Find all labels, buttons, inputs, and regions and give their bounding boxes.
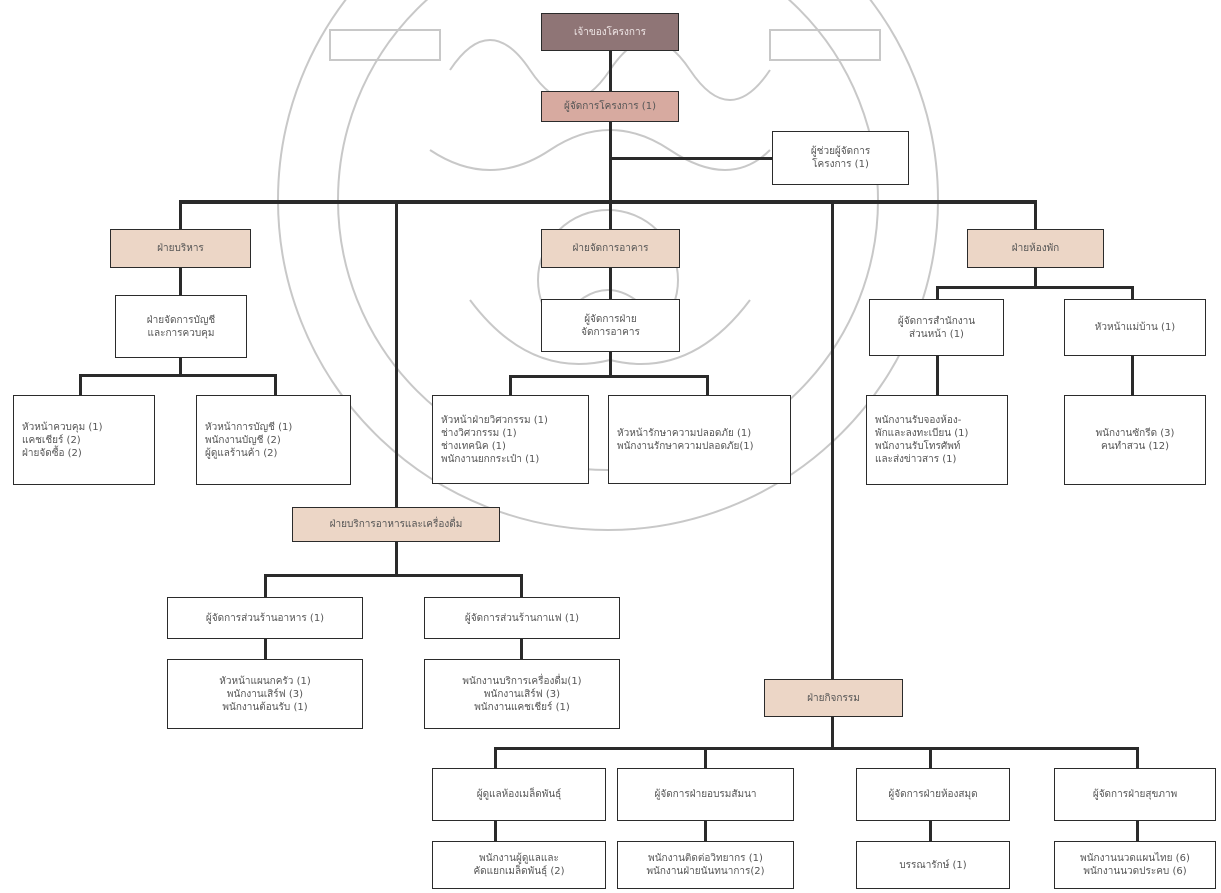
assistant-manager-box: ผู้ช่วยผู้จัดการ โครงการ (1): [772, 131, 909, 185]
connector: [706, 375, 709, 396]
health-manager-box: ผู้จัดการฝ่ายสุขภาพ: [1054, 768, 1216, 821]
connector: [520, 638, 523, 660]
connector: [1034, 200, 1037, 230]
connector: [609, 200, 612, 230]
rooms-dept-box: ฝ่ายห้องพัก: [967, 229, 1104, 268]
housekeeper-box: หัวหน้าแม่บ้าน (1): [1064, 299, 1206, 356]
connector: [704, 747, 707, 769]
cafe-manager-box: ผู้จัดการส่วนร้านกาแฟ (1): [424, 597, 620, 639]
connector: [936, 355, 939, 396]
restaurant-staff-box: หัวหน้าแผนกครัว (1) พนักงานเสิร์ฟ (3) พน…: [167, 659, 363, 729]
connector: [264, 574, 523, 577]
project-manager-box: ผู้จัดการโครงการ (1): [541, 91, 679, 122]
building-dept-box: ฝ่ายจัดการอาคาร: [541, 229, 680, 268]
connector: [179, 358, 182, 376]
connector: [929, 747, 932, 769]
activities-dept-box: ฝ่ายกิจกรรม: [764, 679, 903, 717]
connector: [1034, 267, 1037, 288]
connector: [831, 200, 834, 680]
training-staff-box: พนักงานติดต่อวิทยากร (1) พนักงานฝ่ายนันท…: [617, 841, 794, 889]
connector: [509, 375, 709, 378]
connector: [179, 267, 182, 296]
connector: [1136, 747, 1139, 769]
accounting-control-box: ฝ่ายจัดการบัญชี และการควบคุม: [115, 295, 247, 358]
library-manager-box: ผู้จัดการฝ่ายห้องสมุด: [856, 768, 1010, 821]
connector: [609, 351, 612, 377]
connector: [1136, 820, 1139, 842]
connector: [520, 574, 523, 598]
training-manager-box: ผู้จัดการฝ่ายอบรมสัมนา: [617, 768, 794, 821]
restaurant-manager-box: ผู้จัดการส่วนร้านอาหาร (1): [167, 597, 363, 639]
connector: [1131, 355, 1134, 396]
housekeeping-staff-box: พนักงานซักรีด (3) คนทำสวน (12): [1064, 395, 1206, 485]
connector: [274, 374, 277, 396]
connector: [929, 820, 932, 842]
connector: [831, 716, 834, 749]
connector: [609, 121, 612, 203]
connector: [509, 375, 512, 396]
admin-dept-box: ฝ่ายบริหาร: [110, 229, 251, 268]
connector: [395, 200, 398, 508]
connector: [1131, 286, 1134, 300]
connector: [936, 286, 1134, 289]
connector: [494, 820, 497, 842]
connector: [936, 286, 939, 300]
seed-room-staff-box: พนักงานผู้ดูแลและ คัดแยกเมล็ดพันธุ์ (2): [432, 841, 606, 889]
security-staff-box: หัวหน้ารักษาความปลอดภัย (1) พนักงานรักษา…: [608, 395, 791, 484]
front-office-staff-box: พนักงานรับจองห้อง- พักและลงทะเบียน (1) พ…: [866, 395, 1008, 485]
building-manager-box: ผู้จัดการฝ่าย จัดการอาคาร: [541, 299, 680, 352]
fnb-dept-box: ฝ่ายบริการอาหารและเครื่องดื่ม: [292, 507, 500, 542]
health-staff-box: พนักงานนวดแผนไทย (6) พนักงานนวดประคบ (6): [1054, 841, 1216, 889]
cafe-staff-box: พนักงานบริการเครื่องดื่ม(1) พนักงานเสิร์…: [424, 659, 620, 729]
connector: [395, 541, 398, 576]
connector: [179, 200, 182, 230]
connector: [264, 638, 267, 660]
library-staff-box: บรรณารักษ์ (1): [856, 841, 1010, 889]
connector: [609, 267, 612, 300]
seed-room-manager-box: ผู้ดูแลห้องเมล็ดพันธุ์: [432, 768, 606, 821]
connector: [264, 574, 267, 598]
connector: [179, 200, 1036, 204]
engineering-staff-box: หัวหน้าฝ่ายวิศวกรรม (1) ช่างวิศวกรรม (1)…: [432, 395, 589, 484]
connector: [79, 374, 82, 396]
connector: [494, 747, 1139, 750]
control-staff-box: หัวหน้าควบคุม (1) แคชเชียร์ (2) ฝ่ายจัดซ…: [13, 395, 155, 485]
accounting-staff-box: หัวหน้าการบัญชี (1) พนักงานบัญชี (2) ผู้…: [196, 395, 351, 485]
connector: [611, 157, 774, 160]
connector: [79, 374, 277, 377]
connector: [609, 50, 612, 93]
connector: [704, 820, 707, 842]
connector: [494, 747, 497, 769]
owner-box: เจ้าของโครงการ: [541, 13, 679, 51]
front-office-manager-box: ผู้จัดการสำนักงาน ส่วนหน้า (1): [869, 299, 1004, 356]
